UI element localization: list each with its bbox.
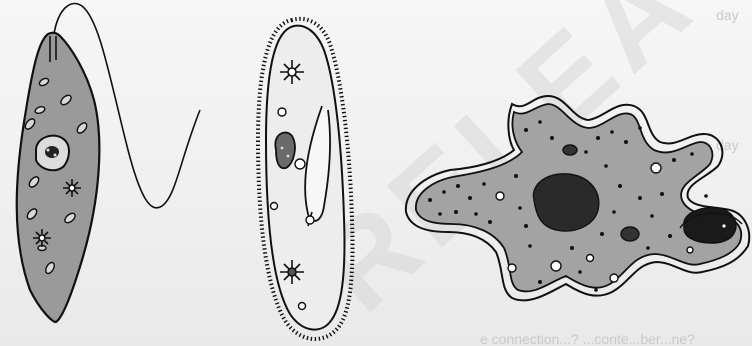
paramecium-macronucleus [275,132,295,168]
page-fragment-bottom: e connection...? ...conte...ber...ne? [480,331,695,346]
page-fragment-right-top: day [716,7,739,23]
amoeba-nucleus [533,174,598,231]
euglena-body [17,33,100,322]
paramecium [258,19,352,339]
euglena [17,4,200,322]
page-fragment-right-mid: day [716,137,739,153]
